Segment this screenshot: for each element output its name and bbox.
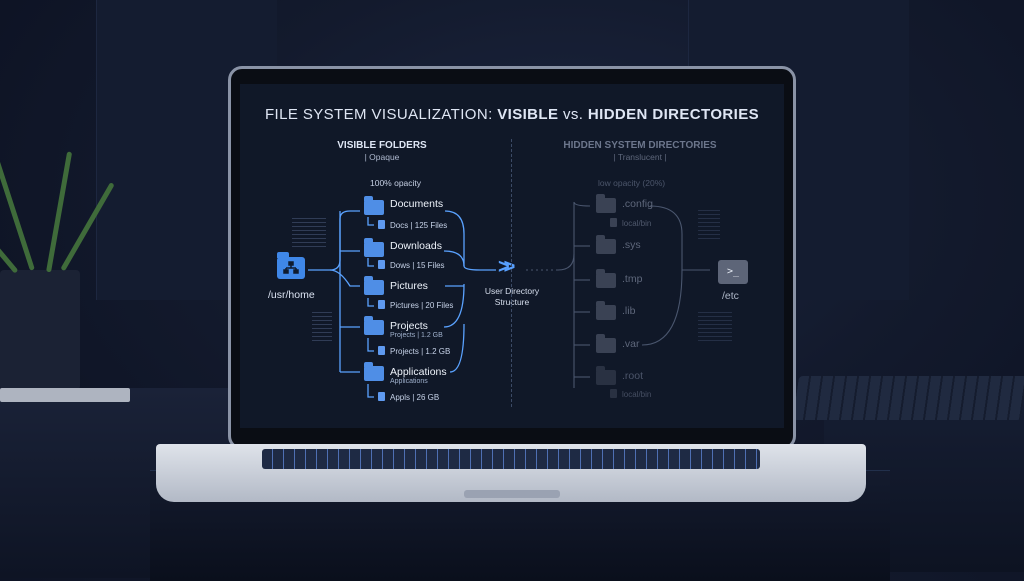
- desk-object: [0, 388, 130, 402]
- hierarchy-icon: [283, 261, 299, 274]
- title-vs: vs.: [558, 106, 588, 123]
- documents-folder-icon[interactable]: [364, 196, 384, 215]
- center-label-line1: User Directory: [484, 286, 540, 296]
- projects-label[interactable]: Projects: [390, 320, 428, 332]
- subfolder-link: [367, 217, 374, 226]
- connector-pictures: [329, 269, 360, 287]
- connector-hidden-out: [641, 269, 683, 346]
- title-hidden: HIDDEN DIRECTORIES: [587, 106, 759, 123]
- file-icon: [378, 260, 385, 269]
- plant-pot: [0, 270, 80, 390]
- tmp-folder-icon[interactable]: [596, 269, 616, 288]
- file-icon: [378, 300, 385, 309]
- hidden-directories-heading: HIDDEN SYSTEM DIRECTORIES: [563, 140, 717, 151]
- column-divider: [511, 139, 512, 407]
- config-label[interactable]: .config: [622, 198, 653, 210]
- laptop-keyboard: [262, 449, 760, 469]
- file-icon: [610, 218, 617, 227]
- sys-label[interactable]: .sys: [622, 239, 641, 251]
- visible-folders-heading: VISIBLE FOLDERS: [337, 140, 427, 151]
- connector-out: [449, 323, 465, 373]
- documents-label[interactable]: Documents: [390, 198, 444, 210]
- page-title: FILE SYSTEM VISUALIZATION: VISIBLE vs. H…: [240, 106, 784, 123]
- code-snippet-decor: [698, 210, 720, 240]
- visible-folders-subheading: | Opaque: [364, 152, 400, 162]
- file-icon: [378, 392, 385, 401]
- file-icon: [378, 346, 385, 355]
- applications-folder-icon[interactable]: [364, 362, 384, 381]
- connector-hidden-config: [573, 201, 591, 207]
- config-detail: local/bin: [622, 219, 652, 228]
- subfolder-link: [367, 258, 374, 267]
- subfolder-link: [367, 384, 374, 398]
- lib-folder-icon[interactable]: [596, 301, 616, 320]
- code-snippet-decor: [292, 218, 326, 248]
- title-prefix: FILE SYSTEM VISUALIZATION:: [264, 106, 498, 123]
- code-snippet-decor: [698, 312, 732, 342]
- var-folder-icon[interactable]: [596, 334, 616, 353]
- connector-out: [444, 210, 496, 271]
- projects-folder-icon[interactable]: [364, 316, 384, 335]
- title-visible: VISIBLE: [497, 106, 559, 123]
- pictures-label[interactable]: Pictures: [390, 280, 428, 292]
- home-folder-label: /usr/home: [268, 289, 315, 301]
- laptop-screen: FILE SYSTEM VISUALIZATION: VISIBLE vs. H…: [240, 84, 784, 428]
- downloads-detail: Dows | 15 Files: [390, 261, 445, 270]
- applications-label[interactable]: Applications: [390, 366, 447, 378]
- trackpad[interactable]: [464, 490, 560, 498]
- code-snippet-decor: [312, 312, 332, 342]
- tmp-label[interactable]: .tmp: [622, 273, 643, 285]
- hidden-connectors: [526, 201, 710, 388]
- projects-caption: Projects | 1.2 GB: [390, 332, 443, 339]
- config-folder-icon[interactable]: [596, 194, 616, 213]
- hidden-directories-subheading: | Translucent |: [613, 152, 667, 162]
- hidden-opacity-note: low opacity (20%): [598, 178, 666, 188]
- file-icon: [378, 220, 385, 229]
- file-icon: [610, 389, 617, 398]
- home-folder-icon[interactable]: [277, 252, 305, 279]
- applications-detail: Appls | 26 GB: [390, 393, 440, 402]
- subfolder-link: [367, 298, 374, 307]
- etc-label: /etc: [722, 290, 739, 302]
- connector-hidden-in: [557, 253, 575, 271]
- connector-out: [443, 250, 465, 267]
- tree-connectors: [308, 201, 710, 398]
- downloads-folder-icon[interactable]: [364, 238, 384, 257]
- pictures-detail: Pictures | 20 Files: [390, 301, 454, 310]
- pictures-folder-icon[interactable]: [364, 276, 384, 295]
- plant-leaf: [0, 145, 35, 271]
- applications-caption: Applications: [390, 378, 428, 385]
- external-keyboard: [792, 376, 1024, 420]
- visible-connectors: [308, 210, 496, 398]
- lib-label[interactable]: .lib: [622, 305, 636, 317]
- connector-documents: [329, 210, 360, 271]
- subfolder-link: [367, 338, 374, 352]
- root-folder-icon[interactable]: [596, 366, 616, 385]
- terminal-icon[interactable]: >_: [718, 260, 748, 284]
- root-detail: local/bin: [622, 390, 652, 399]
- projects-detail: Projects | 1.2 GB: [390, 347, 451, 356]
- root-label[interactable]: .root: [622, 370, 644, 382]
- var-label[interactable]: .var: [622, 338, 640, 350]
- downloads-label[interactable]: Downloads: [390, 240, 442, 252]
- center-label-line2: Structure: [494, 297, 530, 307]
- connector-hidden-out: [649, 205, 710, 271]
- sys-folder-icon[interactable]: [596, 235, 616, 254]
- chevron-right-icon: >>: [498, 256, 516, 278]
- visible-opacity-note: 100% opacity: [370, 178, 422, 188]
- documents-detail: Docs | 125 Files: [390, 221, 448, 230]
- connector-out: [443, 283, 465, 328]
